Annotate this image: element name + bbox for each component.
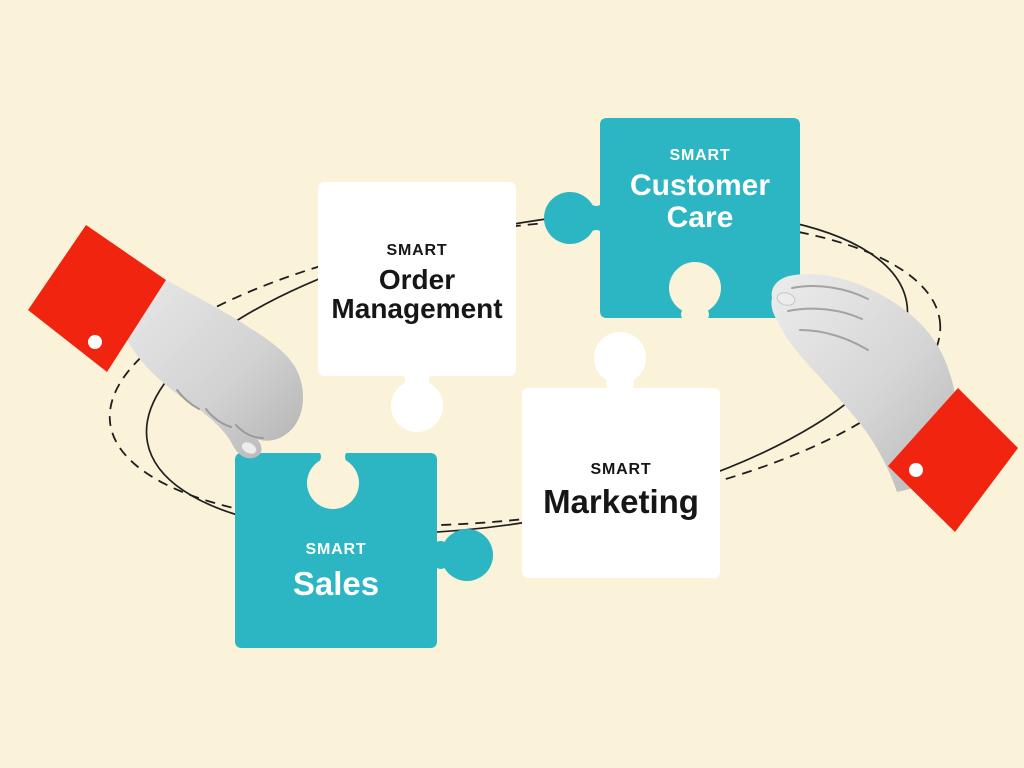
piece-eyebrow: SMART <box>670 147 731 164</box>
left-hand-finger-crease <box>235 424 264 439</box>
puzzle-piece-marketing: SMART Marketing <box>522 331 720 578</box>
piece-label-line: Management <box>331 293 502 324</box>
left-hand <box>28 225 304 459</box>
puzzle-shape-marketing <box>522 331 720 578</box>
left-hand-knuckle-crease <box>176 389 200 410</box>
right-hand <box>771 274 1018 532</box>
piece-label-line: Care <box>667 201 734 234</box>
right-hand-thumb-crease <box>799 329 869 351</box>
puzzle-shape-sales <box>235 453 494 648</box>
piece-label-line: Sales <box>293 565 379 602</box>
right-red-sleeve <box>888 388 1018 532</box>
left-hand-silhouette <box>118 270 304 459</box>
piece-label-line: Order <box>379 264 455 295</box>
right-hand-finger-crease <box>791 285 869 300</box>
left-red-sleeve <box>28 225 166 372</box>
puzzle-piece-customer-care: SMART Customer Care <box>543 118 800 318</box>
left-hand-finger-crease <box>205 408 232 428</box>
piece-eyebrow: SMART <box>306 541 367 558</box>
right-hand-finger-crease <box>787 307 863 320</box>
piece-label-line: Marketing <box>543 483 699 520</box>
puzzle-piece-order-management: SMART Order Management <box>318 182 516 433</box>
piece-label-line: Customer <box>630 169 770 202</box>
right-hand-silhouette <box>771 274 959 492</box>
right-hand-thumbnail <box>776 292 796 306</box>
left-sleeve-button <box>88 335 102 349</box>
piece-eyebrow: SMART <box>387 242 448 259</box>
puzzle-shape-order-management <box>318 182 516 433</box>
right-sleeve-button <box>909 463 923 477</box>
piece-eyebrow: SMART <box>591 461 652 478</box>
puzzle-shape-customer-care <box>543 118 800 318</box>
puzzle-piece-sales: SMART Sales <box>235 453 494 648</box>
left-hand-fingernail <box>240 441 258 455</box>
